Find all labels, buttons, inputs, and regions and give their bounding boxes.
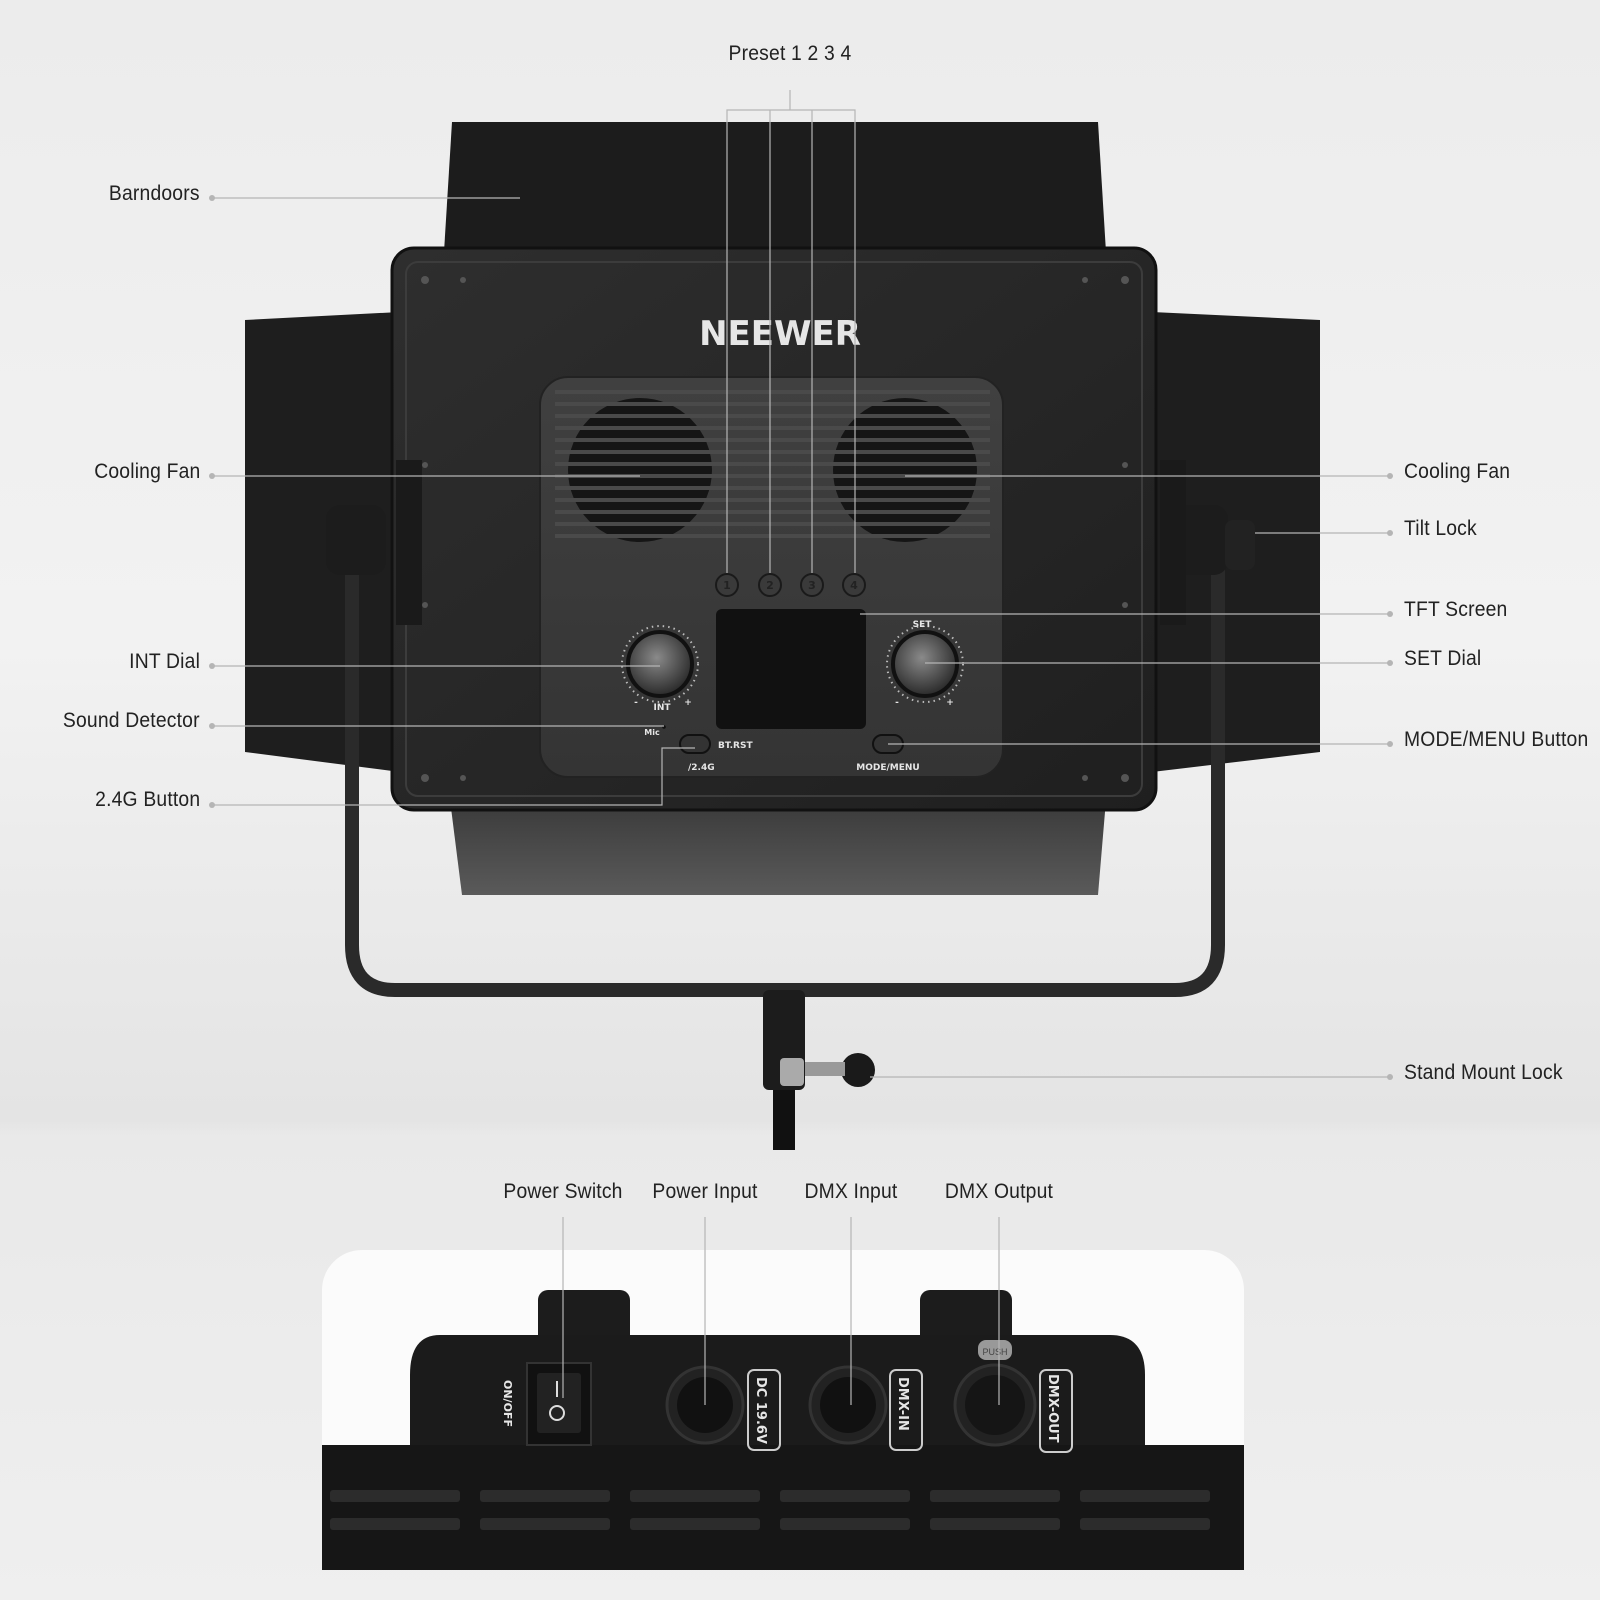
left-barndoor: [245, 312, 400, 772]
cooling-fan-left: [568, 398, 712, 542]
neewer-logo: NEEWER: [699, 314, 861, 354]
callout-dmx-output: DMX Output: [944, 1180, 1054, 1203]
callout-tft-screen: TFT Screen: [1404, 598, 1508, 621]
callout-24g-button: 2.4G Button: [94, 788, 200, 811]
callout-barndoors: Barndoors: [109, 182, 200, 205]
int-dial: [626, 630, 694, 698]
tilt-knob-left: [326, 505, 386, 575]
preset-button-3: [800, 573, 824, 597]
power-switch: [537, 1373, 581, 1433]
svg-text:MODE/MENU: MODE/MENU: [856, 763, 919, 773]
preset-button-4: [842, 573, 866, 597]
svg-text:2: 2: [766, 579, 774, 592]
callout-set-dial: SET Dial: [1404, 647, 1482, 670]
svg-text:DMX-OUT: DMX-OUT: [1045, 1374, 1060, 1443]
bt-24g-button: [679, 734, 711, 754]
vent-grille: [555, 390, 990, 538]
callout-int-dial: INT Dial: [129, 650, 200, 673]
callout-cooling-fan-right: Cooling Fan: [1404, 460, 1511, 483]
tft-screen: [716, 609, 866, 729]
preset-button-2: [758, 573, 782, 597]
svg-text:Mic: Mic: [644, 728, 660, 737]
svg-text:-: -: [634, 698, 638, 708]
svg-text:PUSH: PUSH: [982, 1347, 1007, 1357]
svg-text:ON/OFF: ON/OFF: [501, 1380, 514, 1427]
callout-stand-mount-lock: Stand Mount Lock: [1404, 1061, 1563, 1084]
preset-button-1: [715, 573, 739, 597]
svg-text:DC 19.6V: DC 19.6V: [753, 1377, 768, 1444]
svg-text:+: +: [684, 698, 692, 708]
svg-text:1: 1: [723, 579, 731, 592]
svg-text:BT.RST: BT.RST: [718, 741, 753, 751]
bottom-barndoor: [450, 800, 1106, 895]
callout-power-input: Power Input: [652, 1180, 758, 1203]
svg-text:DMX-IN: DMX-IN: [895, 1377, 910, 1431]
callout-mode-menu-button: MODE/MENU Button: [1404, 728, 1589, 751]
set-dial: [891, 630, 959, 698]
svg-text:4: 4: [850, 579, 858, 592]
callout-sound-detector: Sound Detector: [63, 709, 200, 732]
top-barndoor: [444, 122, 1106, 252]
callout-cooling-fan-left: Cooling Fan: [93, 460, 200, 483]
leader-lines: [212, 90, 1390, 1405]
svg-text:+: +: [946, 698, 954, 708]
preset-buttons: [715, 573, 866, 597]
push-latch: [978, 1340, 1012, 1360]
vent-slots: [330, 1490, 1210, 1530]
svg-text:INT: INT: [653, 703, 671, 713]
svg-text:SET: SET: [913, 620, 933, 630]
stand-mount-lock: [841, 1053, 875, 1087]
svg-text:/2.4G: /2.4G: [688, 763, 715, 773]
cooling-fan-right: [833, 398, 977, 542]
tilt-lock: [1225, 520, 1255, 570]
callout-power-switch: Power Switch: [503, 1180, 623, 1203]
svg-text:3: 3: [808, 579, 816, 592]
svg-text:-: -: [895, 698, 899, 708]
callout-tilt-lock: Tilt Lock: [1404, 517, 1477, 540]
callout-dmx-input: DMX Input: [804, 1180, 898, 1203]
callout-preset: Preset 1 2 3 4: [728, 42, 852, 65]
